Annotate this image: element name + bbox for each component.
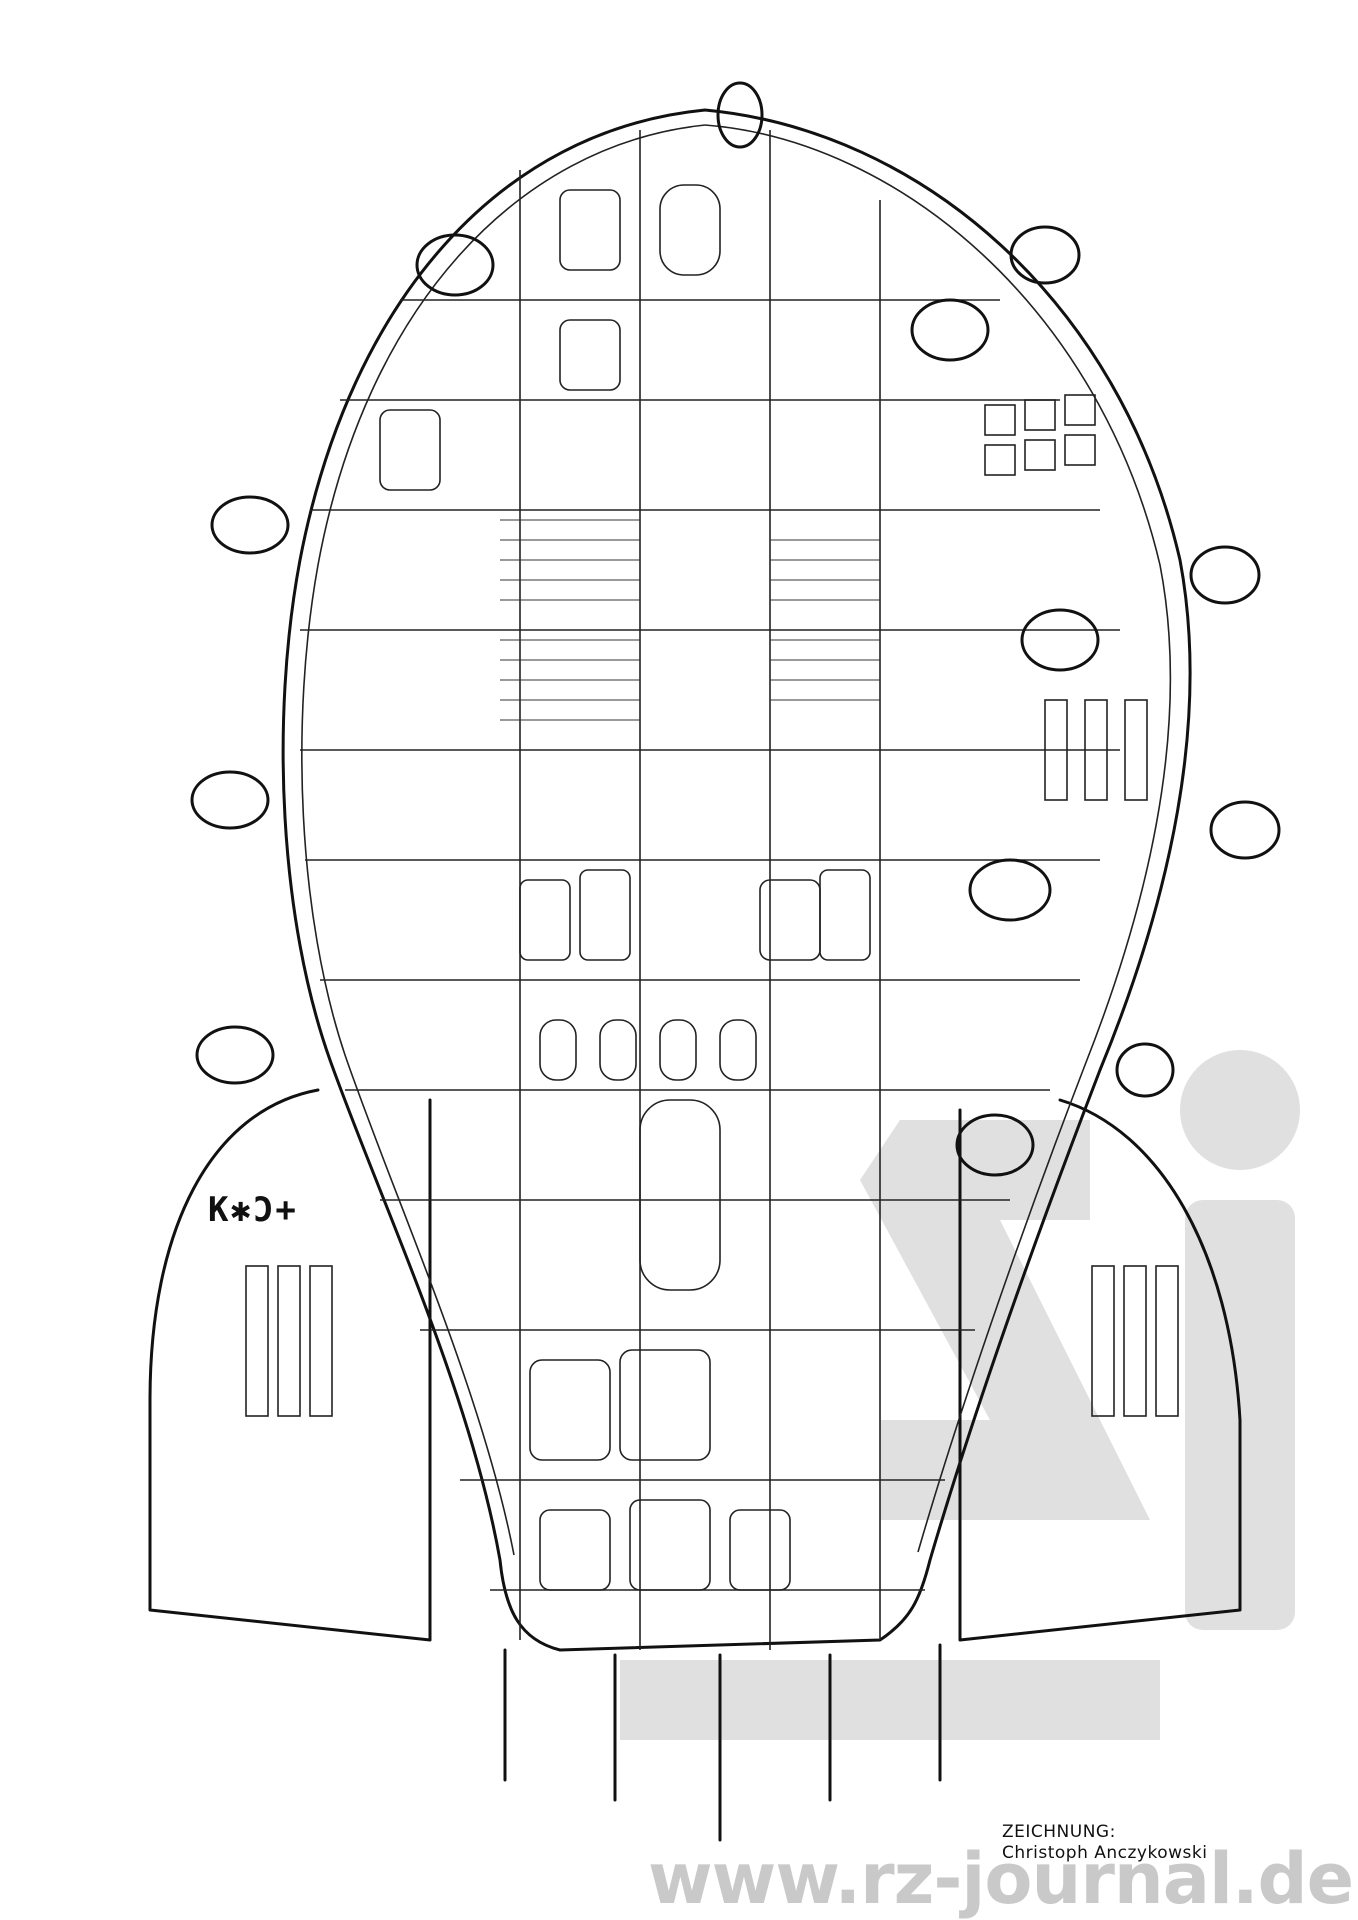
watermark-url: www.rz-journal.de: [648, 1838, 1354, 1920]
landing-legs: [503, 1643, 942, 1842]
credit-label: ZEICHNUNG:: [1002, 1822, 1116, 1842]
drawing-credit: ZEICHNUNG: Christoph Anczykowski: [1002, 1822, 1207, 1864]
credit-author: Christoph Anczykowski: [1002, 1843, 1208, 1863]
hull-marking: K✱Ͻ+: [208, 1190, 298, 1230]
left-fin: [148, 1088, 432, 1642]
escape-pods: [190, 81, 1281, 1177]
watermark-logo: [620, 1050, 1300, 1740]
cutaway-decks: [300, 130, 1120, 1650]
hull-windows: [984, 394, 1148, 801]
hull: [281, 108, 1192, 1652]
right-fin: [958, 1098, 1242, 1642]
